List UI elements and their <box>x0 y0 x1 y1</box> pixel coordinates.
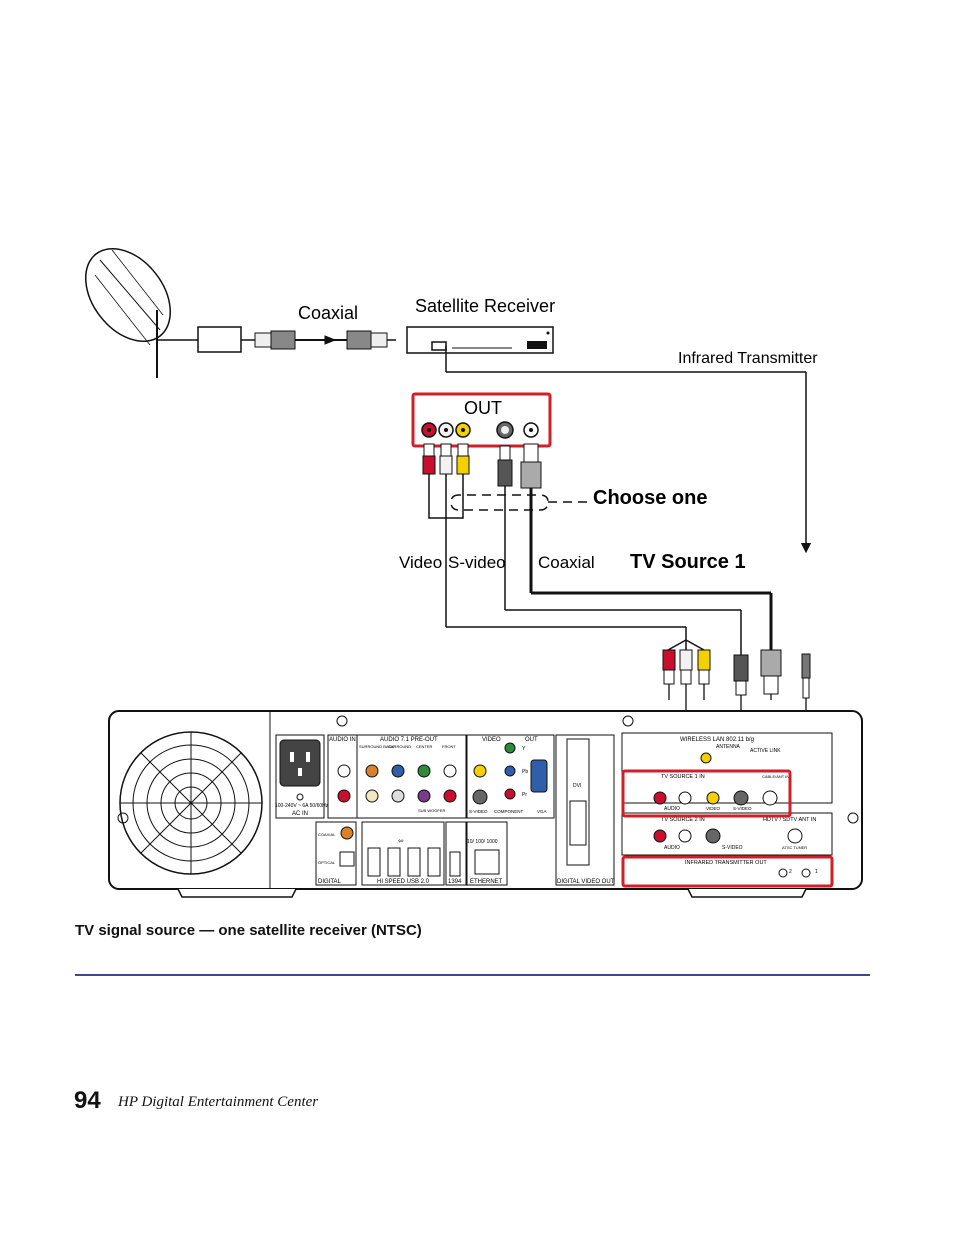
svg-text:Pb: Pb <box>522 769 528 775</box>
out-label: OUT <box>464 398 502 418</box>
coaxial-bottom-label: Coaxial <box>538 553 595 572</box>
svg-text:FRONT: FRONT <box>442 744 456 749</box>
svg-text:1: 1 <box>815 869 818 875</box>
svg-text:Pr: Pr <box>522 792 527 798</box>
svg-text:100-240V ~ 6A 50/60Hz: 100-240V ~ 6A 50/60Hz <box>275 803 329 809</box>
svg-text:VIDEO: VIDEO <box>482 737 501 743</box>
s-video-label: S-video <box>448 553 506 572</box>
svg-text:S-VIDEO: S-VIDEO <box>469 809 488 814</box>
svg-text:Y: Y <box>522 746 526 752</box>
svg-text:S-VIDEO: S-VIDEO <box>733 806 752 811</box>
svg-text:AUDIO: AUDIO <box>664 845 680 851</box>
coaxial-cable-top <box>241 330 396 350</box>
svg-text:INFRARED TRANSMITTER OUT: INFRARED TRANSMITTER OUT <box>685 860 767 866</box>
choose-one-dashed <box>450 494 588 511</box>
svg-text:VIDEO: VIDEO <box>706 806 721 811</box>
svg-text:1394: 1394 <box>448 879 462 885</box>
svg-text:ANTENNA: ANTENNA <box>716 744 741 750</box>
tv-source-1-highlight <box>621 769 792 818</box>
lnb-box <box>197 326 242 353</box>
svg-text:OUT: OUT <box>525 737 538 743</box>
video-label: Video <box>399 553 442 572</box>
svg-text:⬄: ⬄ <box>398 838 404 845</box>
cables-from-receiver <box>428 474 773 655</box>
svg-text:10/ 100/ 1000: 10/ 100/ 1000 <box>467 839 498 845</box>
page-number: 94 <box>74 1087 101 1114</box>
svg-text:S-VIDEO: S-VIDEO <box>722 845 743 851</box>
svg-text:AUDIO: AUDIO <box>664 806 680 812</box>
svg-text:CABLE/ANT IN: CABLE/ANT IN <box>762 774 789 779</box>
svg-text:HI SPEED USB 2.0: HI SPEED USB 2.0 <box>377 879 430 885</box>
svg-text:DVI: DVI <box>573 783 581 789</box>
satellite-receiver-label: Satellite Receiver <box>415 296 555 316</box>
svg-text:AUDIO IN: AUDIO IN <box>329 737 356 743</box>
svg-text:2: 2 <box>789 869 792 875</box>
svg-text:SURROUND BACK: SURROUND BACK <box>359 744 394 749</box>
choose-one-label: Choose one <box>593 487 707 509</box>
svg-text:COMPONENT: COMPONENT <box>494 809 524 814</box>
coaxial-top-label: Coaxial <box>298 303 358 323</box>
book-title: HP Digital Entertainment Center <box>118 1094 319 1110</box>
svg-text:CENTER: CENTER <box>416 744 433 749</box>
rca-plugs-top <box>422 443 542 489</box>
tv-source-1-label: TV Source 1 <box>630 551 746 573</box>
svg-text:ATSC TUNER: ATSC TUNER <box>782 845 807 850</box>
svg-text:HDTV / SDTV ANT IN: HDTV / SDTV ANT IN <box>763 817 816 823</box>
rca-plugs-bottom <box>662 639 811 699</box>
infrared-transmitter-label: Infrared Transmitter <box>678 350 818 367</box>
svg-text:TV SOURCE 1 IN: TV SOURCE 1 IN <box>661 774 705 780</box>
svg-text:ETHERNET: ETHERNET <box>470 879 503 885</box>
svg-text:SURROUND: SURROUND <box>388 744 411 749</box>
figure-caption: TV signal source — one satellite receive… <box>75 922 422 939</box>
svg-text:AC IN: AC IN <box>292 811 308 817</box>
svg-text:DIGITAL VIDEO OUT: DIGITAL VIDEO OUT <box>557 879 615 885</box>
fan-grille-icon <box>119 731 263 875</box>
receiver-out-panel <box>411 392 552 448</box>
footer-rule <box>75 974 870 976</box>
svg-text:VGA: VGA <box>537 809 547 814</box>
svg-text:COAXIAL: COAXIAL <box>318 832 336 837</box>
svg-text:SUB WOOFER: SUB WOOFER <box>418 808 445 813</box>
pc-back-panel: 100-240V ~ 6A 50/60Hz AC IN AUDIO IN AUD… <box>108 710 863 898</box>
svg-text:OPTICAL: OPTICAL <box>318 860 336 865</box>
svg-text:AUDIO 7.1 PRE-OUT: AUDIO 7.1 PRE-OUT <box>380 737 438 743</box>
satellite-dish-icon <box>84 247 198 378</box>
infrared-out-highlight <box>621 855 834 888</box>
svg-text:TV SOURCE 2 IN: TV SOURCE 2 IN <box>661 817 705 823</box>
svg-text:DIGITAL: DIGITAL <box>318 879 342 885</box>
satellite-receiver-box <box>406 326 554 354</box>
svg-text:WIRELESS LAN 802.11 b/g: WIRELESS LAN 802.11 b/g <box>680 737 754 743</box>
infrared-transmitter-line <box>445 346 812 554</box>
svg-text:ACTIVE LINK: ACTIVE LINK <box>750 748 781 754</box>
